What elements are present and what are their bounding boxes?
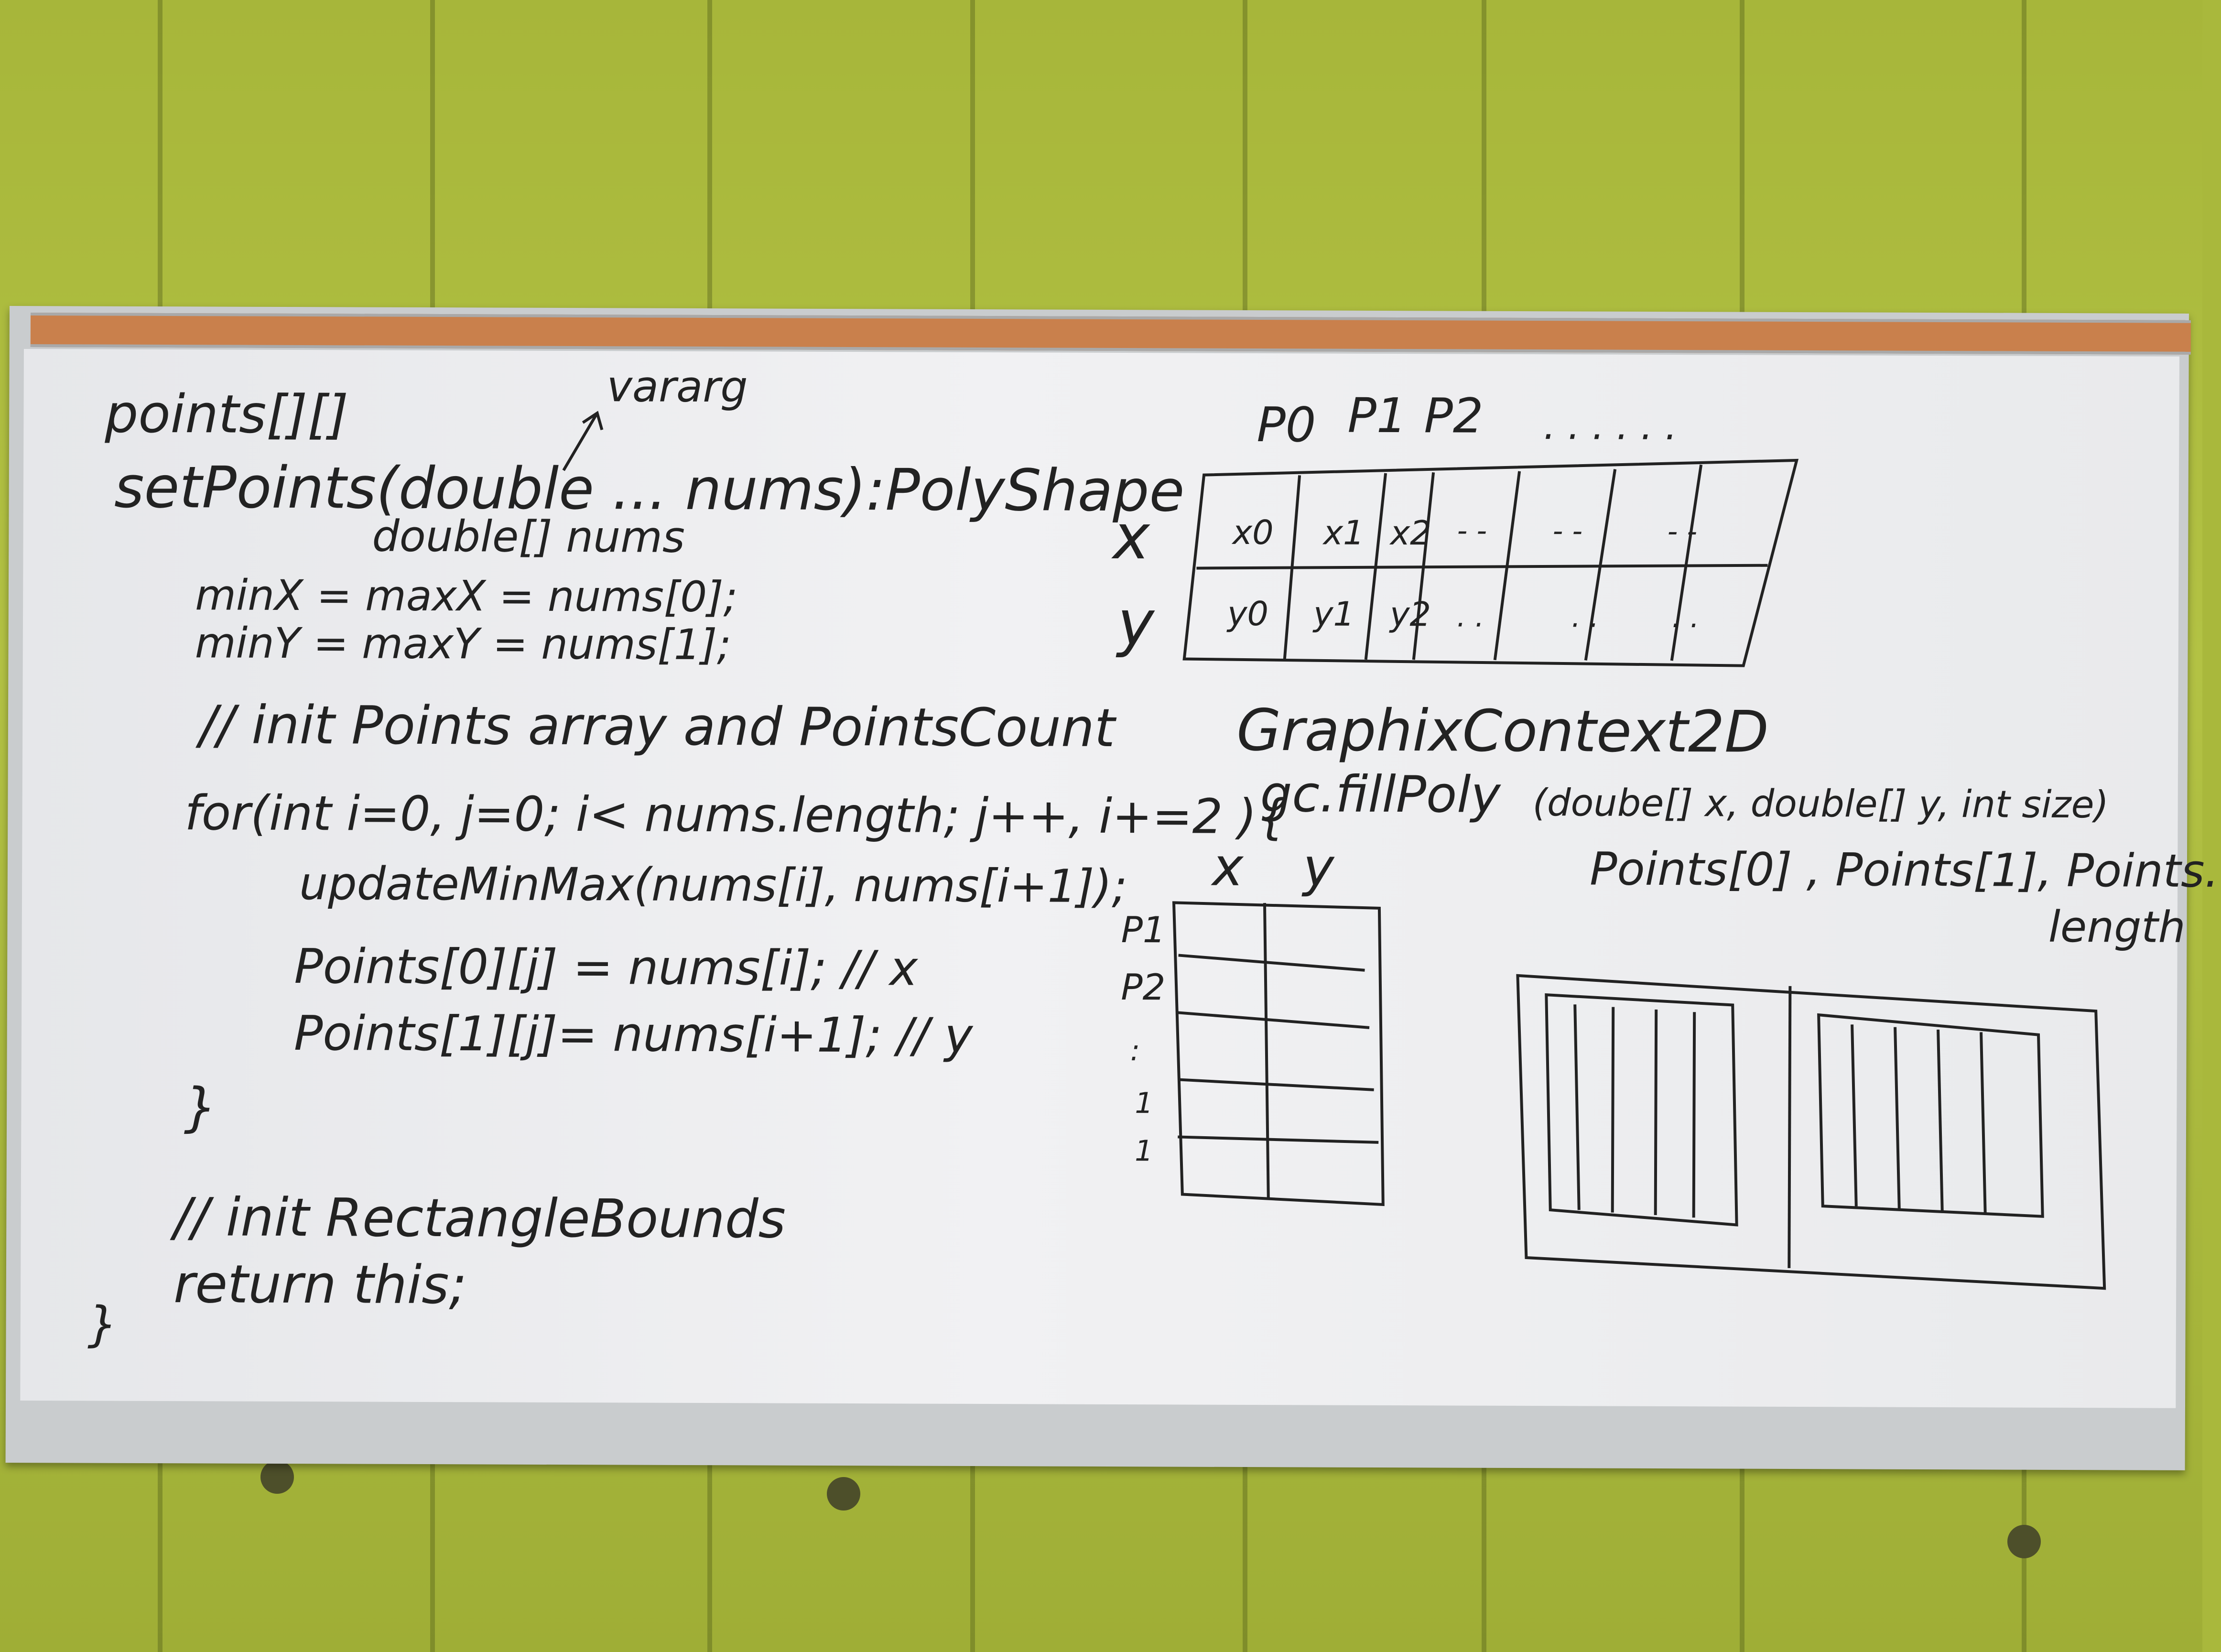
vararg-arrow bbox=[562, 411, 604, 471]
outer-rectangle-sketch bbox=[1516, 974, 2106, 1290]
fill-poly-params: (doube[] x, double[] y, int size) bbox=[1532, 782, 2109, 827]
bottom-table-outline bbox=[1172, 901, 1385, 1206]
cell-y2: y2 bbox=[1389, 594, 1431, 634]
fill-poly-args-length: length bbox=[2048, 902, 2186, 953]
top-col-header-p2: P2 bbox=[1424, 388, 1484, 444]
bottom-row-label-p1: P1 bbox=[1121, 909, 1166, 951]
cell-x-more: - - bbox=[1667, 515, 1698, 549]
cell-x-more: - - bbox=[1457, 514, 1487, 548]
bottom-row-label-mark: 1 bbox=[1135, 1134, 1153, 1168]
top-table-row-divider bbox=[1196, 564, 1768, 570]
bottom-row-label-dots: : bbox=[1130, 1034, 1140, 1068]
fill-poly-args: Points[0] , Points[1], Points. bbox=[1590, 843, 2220, 898]
bottom-col-header-x: x bbox=[1212, 836, 1244, 898]
wall-hole bbox=[827, 1477, 860, 1511]
cell-x1: x1 bbox=[1323, 513, 1365, 553]
top-col-header-p0: P0 bbox=[1257, 397, 1316, 453]
top-col-header-p1: P1 bbox=[1347, 387, 1407, 444]
fill-poly-method: gc.fillPoly bbox=[1260, 765, 1501, 824]
cell-x2: x2 bbox=[1390, 513, 1431, 553]
cell-x0: x0 bbox=[1232, 512, 1274, 553]
top-col-header-more: . . . . . . bbox=[1543, 403, 1678, 449]
sketch-lines bbox=[562, 411, 2106, 1290]
top-row-label-x: x bbox=[1113, 500, 1150, 574]
bottom-row-label-p2: P2 bbox=[1121, 966, 1166, 1009]
cell-y-more: . . bbox=[1456, 600, 1484, 634]
cell-y1: y1 bbox=[1313, 594, 1355, 634]
cell-y-more: . . bbox=[1671, 601, 1700, 635]
graphics-context-class: GraphixContext2D bbox=[1236, 697, 1769, 766]
top-row-label-y: y bbox=[1117, 586, 1155, 660]
wall-hole bbox=[2007, 1525, 2041, 1558]
top-table-outline bbox=[1182, 458, 1799, 667]
whiteboard: points[][] vararg setPoints(double ... n… bbox=[20, 349, 2219, 1408]
cell-y-more: . . bbox=[1571, 600, 1599, 634]
bottom-col-header-y: y bbox=[1303, 837, 1334, 898]
cell-y0: y0 bbox=[1227, 594, 1269, 634]
wall-hole bbox=[260, 1460, 294, 1494]
bottom-row-label-mark: 1 bbox=[1135, 1087, 1153, 1120]
cell-x-more: - - bbox=[1552, 514, 1583, 548]
